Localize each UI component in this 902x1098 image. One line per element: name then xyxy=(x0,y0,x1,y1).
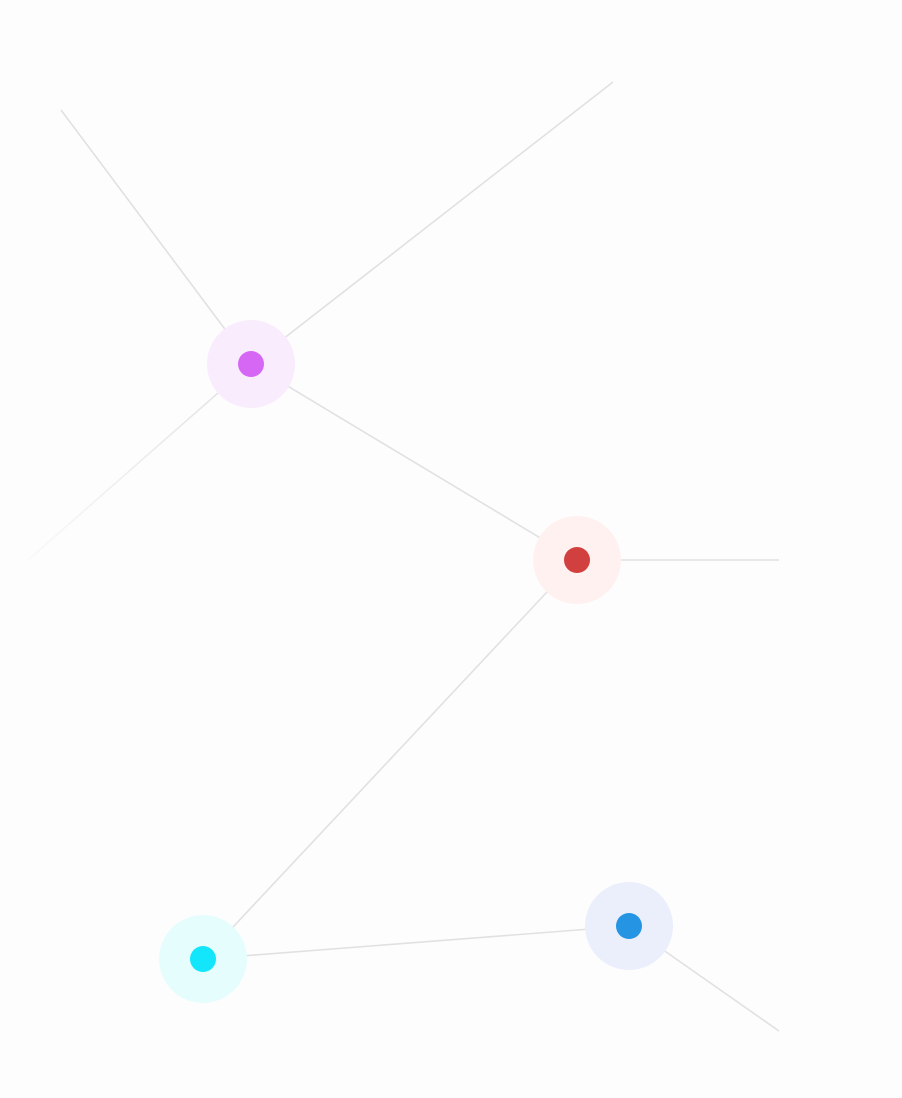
node-red[interactable] xyxy=(533,516,621,604)
edge-violet-to-left xyxy=(27,363,252,561)
edge-violet-to-top-left xyxy=(60,109,252,365)
edge-violet-to-top-right xyxy=(250,81,614,365)
node-red-dot[interactable] xyxy=(564,547,590,573)
node-violet[interactable] xyxy=(207,320,295,408)
node-cyan[interactable] xyxy=(159,915,247,1003)
node-blue[interactable] xyxy=(585,882,673,970)
node-violet-dot[interactable] xyxy=(238,351,264,377)
edge-violet-to-red xyxy=(250,363,578,561)
edge-red-to-cyan xyxy=(202,559,578,960)
node-blue-dot[interactable] xyxy=(616,913,642,939)
node-cyan-dot[interactable] xyxy=(190,946,216,972)
edge-cyan-to-blue xyxy=(202,925,630,960)
